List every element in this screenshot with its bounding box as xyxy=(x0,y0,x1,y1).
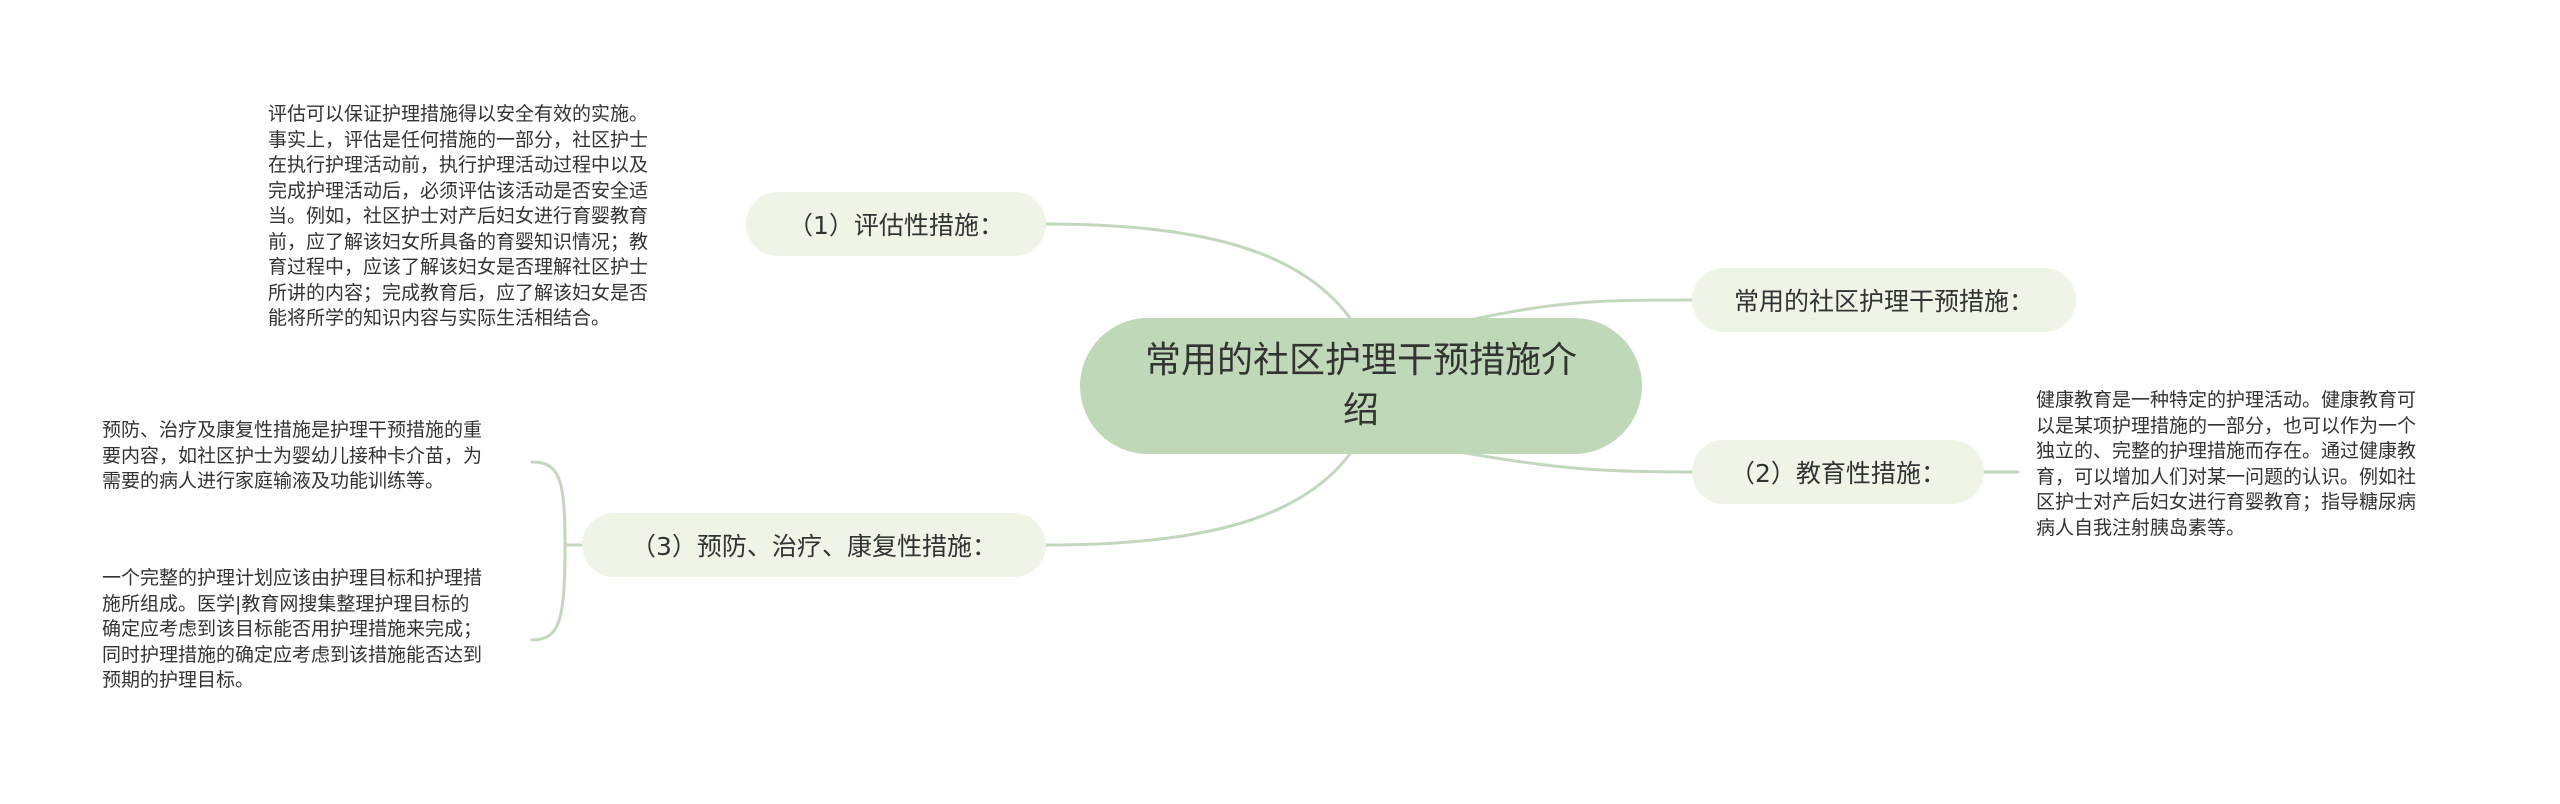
root-node[interactable]: 常用的社区护理干预措施介绍 xyxy=(1080,318,1642,454)
branch-common-label: 常用的社区护理干预措施： xyxy=(1733,287,2034,316)
note-prevention-1: 预防、治疗及康复性措施是护理干预措施的重 要内容，如社区护士为婴幼儿接种卡介苗，… xyxy=(102,419,483,492)
branch-common[interactable]: 常用的社区护理干预措施： xyxy=(1692,268,2076,332)
branch-education-label: （2）教育性措施： xyxy=(1730,459,1946,488)
branch-prevention[interactable]: （3）预防、治疗、康复性措施： xyxy=(582,513,1046,577)
branch-assessment[interactable]: （1）评估性措施： xyxy=(746,192,1046,256)
root-title: 常用的社区护理干预措施介绍 xyxy=(1144,340,1577,431)
connector-prevention-note-2 xyxy=(530,543,567,642)
branch-assessment-label: （1）评估性措施： xyxy=(788,211,1004,240)
connector-root-prevention xyxy=(1044,452,1352,547)
connector-root-common xyxy=(1468,298,1694,322)
connector-root-assessment xyxy=(1044,222,1352,320)
branch-education[interactable]: （2）教育性措施： xyxy=(1692,440,1984,504)
note-education: 健康教育是一种特定的护理活动。健康教育可 以是某项护理措施的一部分，也可以作为一… xyxy=(2036,389,2417,539)
note-assessment: 评估可以保证护理措施得以安全有效的实施。 事实上，评估是任何措施的一部分，社区护… xyxy=(268,103,649,329)
note-prevention-2: 一个完整的护理计划应该由护理目标和护理措 施所组成。医学|教育网搜集整理护理目标… xyxy=(102,567,483,691)
branch-prevention-label: （3）预防、治疗、康复性措施： xyxy=(631,532,997,561)
connector-prevention-note-1 xyxy=(530,460,567,547)
connector-root-education xyxy=(1458,450,1694,474)
